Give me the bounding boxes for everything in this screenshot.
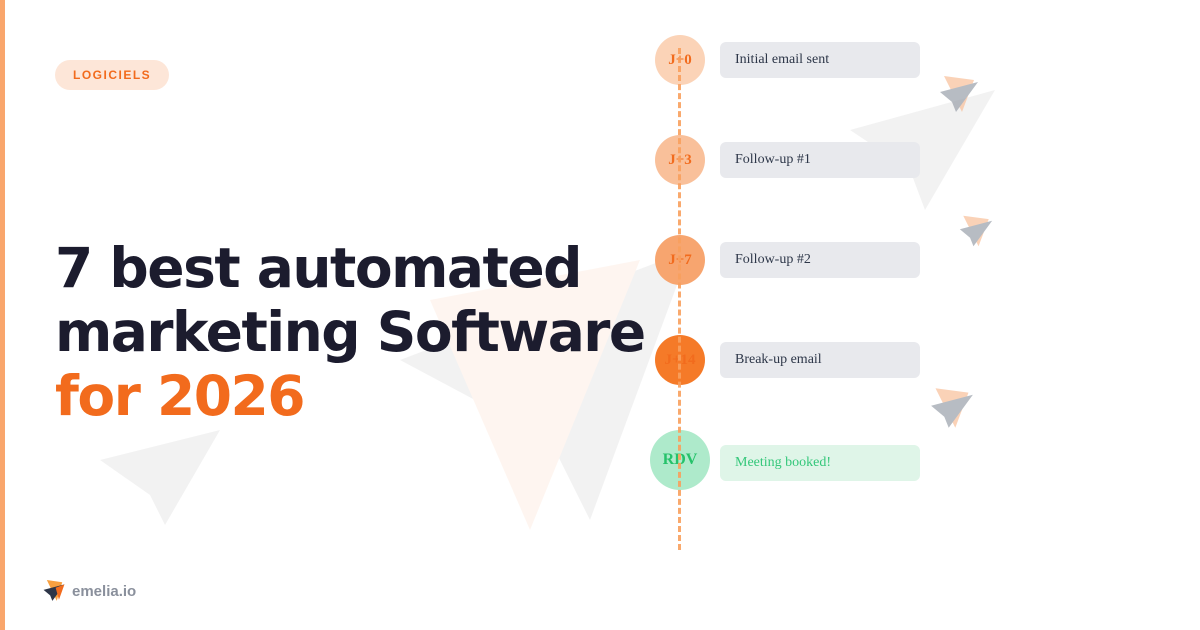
title-line-2: marketing Software (55, 300, 646, 364)
emelia-logo-icon (43, 580, 65, 601)
plane-icon (931, 388, 973, 428)
title-line-3: for 2026 (55, 364, 306, 428)
plane-icon (959, 215, 993, 247)
background-plane-icon (850, 90, 995, 210)
timeline-card-meeting: Meeting booked! (720, 445, 920, 481)
timeline-dashed-line (678, 48, 681, 550)
plane-icon (940, 76, 978, 112)
background-plane-icon (100, 430, 220, 525)
brand-name: emelia.io (72, 582, 137, 600)
timeline-card: Initial email sent (720, 42, 920, 78)
brand-logo[interactable]: emelia.io (42, 580, 136, 602)
page-title: 7 best automated marketing Software for … (55, 236, 646, 428)
category-badge[interactable]: LOGICIELS (55, 60, 170, 90)
accent-bar (0, 0, 5, 630)
timeline-card: Break-up email (720, 342, 920, 378)
timeline-card: Follow-up #2 (720, 242, 920, 278)
title-line-1: 7 best automated (55, 236, 582, 300)
background-plane-icon (400, 250, 690, 530)
timeline-card: Follow-up #1 (720, 142, 920, 178)
